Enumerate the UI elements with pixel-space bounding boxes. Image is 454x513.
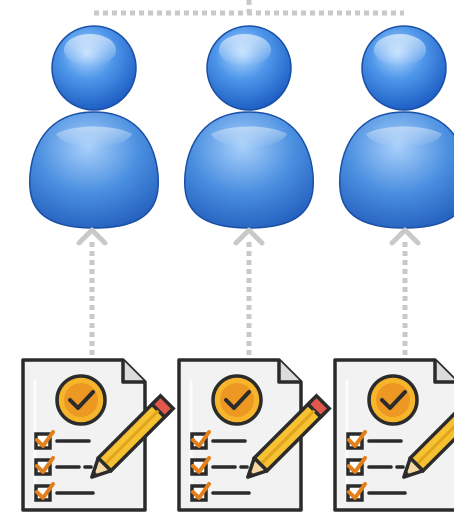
user-icon [183, 25, 315, 229]
checklist-document-icon [333, 358, 454, 512]
user-icon [28, 25, 160, 229]
checklist-document-icon [177, 358, 332, 512]
arrow-up-icon [236, 230, 262, 243]
checklist-document-icon [21, 358, 176, 512]
arrow-up-icon [79, 230, 105, 243]
user-icon [338, 25, 454, 229]
arrow-up-icon [392, 230, 418, 243]
